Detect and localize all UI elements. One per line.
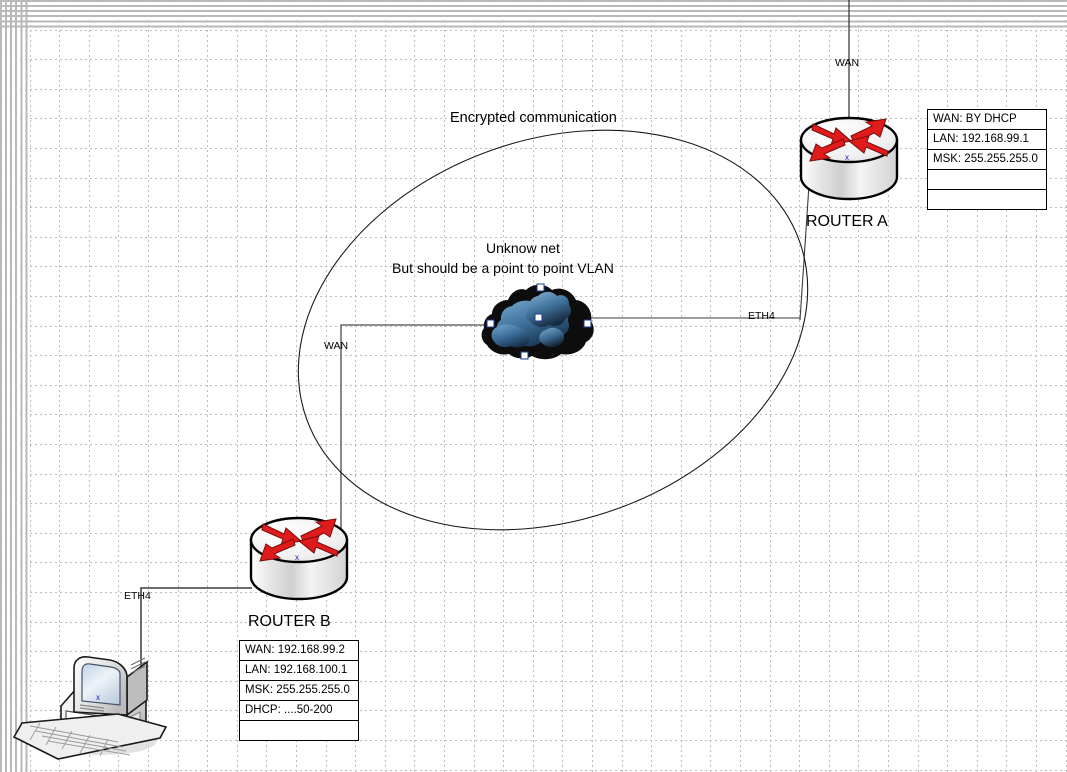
- encrypted-tunnel-ellipse[interactable]: [242, 62, 864, 598]
- config-cell: LAN: 192.168.99.1: [927, 129, 1047, 150]
- table-row[interactable]: MSK: 255.255.255.0: [927, 149, 1047, 170]
- router-b-anchor-mark: x: [295, 553, 299, 562]
- encrypted-communication-label: Encrypted communication: [450, 110, 617, 126]
- table-row[interactable]: [239, 720, 359, 741]
- link-cloud-to-router-b: [340, 324, 497, 540]
- link-label-router-a-eth4: ETH4: [748, 310, 775, 322]
- config-cell: [239, 720, 359, 741]
- table-row[interactable]: WAN: BY DHCP: [927, 109, 1047, 130]
- link-cloud-to-router-a: [578, 139, 813, 321]
- cloud-selection-handles[interactable]: [486, 283, 592, 360]
- link-label-router-b-wan: WAN: [324, 340, 349, 352]
- link-label-router-a-wan: WAN: [835, 57, 860, 69]
- config-cell: [927, 169, 1047, 190]
- table-row[interactable]: [927, 189, 1047, 210]
- config-cell: LAN: 192.168.100.1: [239, 660, 359, 681]
- cloud-label-line2: But should be a point to point VLAN: [392, 260, 614, 276]
- router-b-label: ROUTER B: [248, 613, 331, 630]
- link-label-router-b-eth4: ETH4: [124, 590, 151, 602]
- desktop-computer-icon[interactable]: x: [12, 656, 168, 760]
- cloud-label-line1: Unknow net: [486, 240, 560, 256]
- config-cell: MSK: 255.255.255.0: [239, 680, 359, 701]
- router-a-anchor-mark: x: [845, 153, 849, 162]
- cloud-icon[interactable]: [481, 283, 594, 360]
- table-row[interactable]: LAN: 192.168.100.1: [239, 660, 359, 681]
- table-row[interactable]: [927, 169, 1047, 190]
- router-b-icon[interactable]: x: [249, 516, 349, 601]
- table-row[interactable]: DHCP: ....50-200: [239, 700, 359, 721]
- link-router-b-to-workstation: [140, 587, 252, 690]
- config-cell: DHCP: ....50-200: [239, 700, 359, 721]
- config-cell: WAN: BY DHCP: [927, 109, 1047, 130]
- table-row[interactable]: LAN: 192.168.99.1: [927, 129, 1047, 150]
- config-cell: WAN: 192.168.99.2: [239, 640, 359, 661]
- workstation-anchor-mark: x: [96, 693, 100, 702]
- router-a-icon[interactable]: x: [799, 116, 899, 201]
- table-row[interactable]: WAN: 192.168.99.2: [239, 640, 359, 661]
- config-cell: [927, 189, 1047, 210]
- config-cell: MSK: 255.255.255.0: [927, 149, 1047, 170]
- table-row[interactable]: MSK: 255.255.255.0: [239, 680, 359, 701]
- router-a-label: ROUTER A: [806, 213, 888, 230]
